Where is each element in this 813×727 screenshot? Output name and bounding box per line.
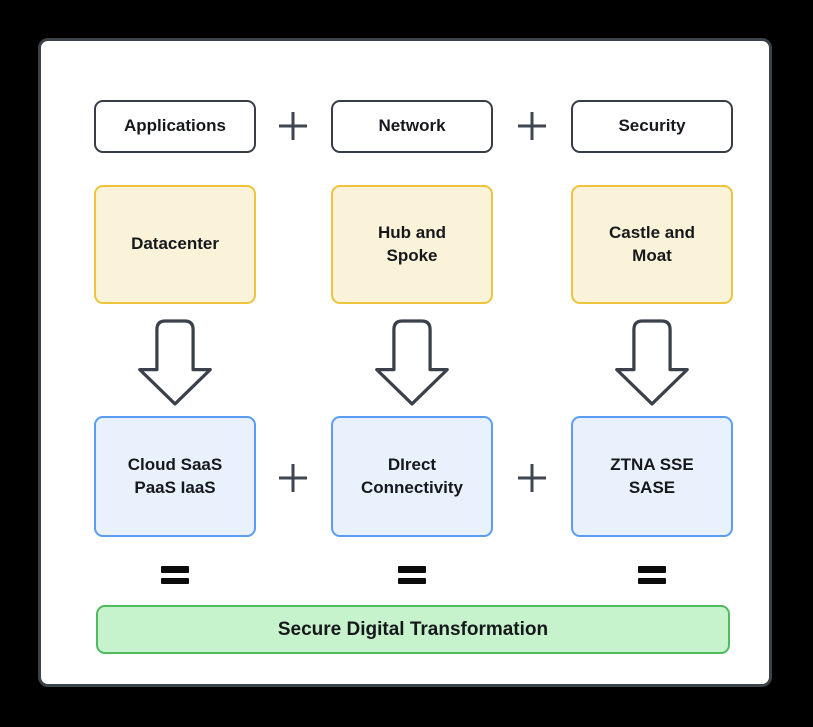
equals-icon [638, 566, 666, 584]
modern-box-direct-connectivity: DIrect Connectivity [331, 416, 493, 537]
modern-box-cloud-saas-paas-iaas: Cloud SaaS PaaS IaaS [94, 416, 256, 537]
down-arrow-icon [615, 319, 689, 406]
result-banner: Secure Digital Transformation [96, 605, 730, 654]
category-box-applications: Applications [94, 100, 256, 153]
diagram-card: Applications Network Security Datacenter… [38, 38, 772, 687]
legacy-box-datacenter: Datacenter [94, 185, 256, 304]
category-box-security: Security [571, 100, 733, 153]
equals-icon [398, 566, 426, 584]
plus-icon [518, 112, 546, 140]
down-arrow-icon [138, 319, 212, 406]
plus-icon [518, 464, 546, 492]
equals-icon [161, 566, 189, 584]
legacy-box-hub-and-spoke: Hub and Spoke [331, 185, 493, 304]
modern-box-ztna-sse-sase: ZTNA SSE SASE [571, 416, 733, 537]
plus-icon [279, 464, 307, 492]
legacy-box-castle-and-moat: Castle and Moat [571, 185, 733, 304]
category-box-network: Network [331, 100, 493, 153]
down-arrow-icon [375, 319, 449, 406]
plus-icon [279, 112, 307, 140]
